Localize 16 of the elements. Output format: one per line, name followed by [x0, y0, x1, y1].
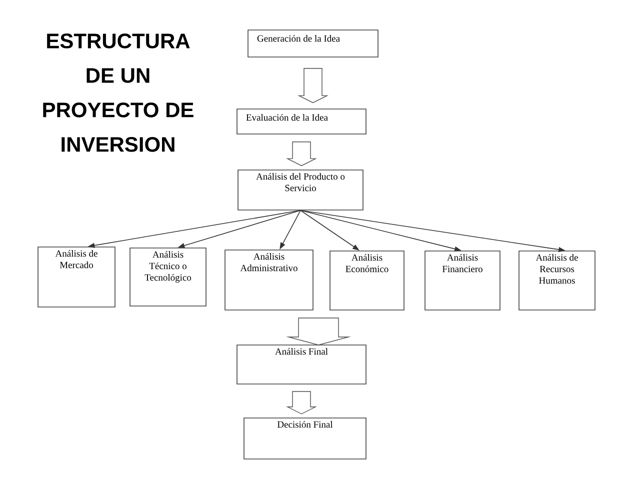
block-arrow — [286, 391, 317, 414]
process-box: Análisis Económico — [330, 250, 404, 310]
process-box: Análisis Financiero — [424, 250, 500, 310]
process-box: Decisión Final — [244, 418, 366, 460]
process-box: Análisis Administrativo — [224, 250, 314, 310]
process-box: Análisis Técnico o Tecnológico — [130, 248, 206, 306]
process-box: Análisis de Recursos Humanos — [518, 250, 596, 310]
block-arrow — [286, 318, 352, 346]
process-box: Análisis Final — [236, 344, 366, 384]
block-arrow — [286, 142, 317, 166]
process-box: Generación de la Idea — [248, 30, 378, 58]
block-arrow — [298, 68, 328, 104]
process-box: Evaluación de la Idea — [236, 108, 366, 134]
process-box: Análisis del Producto o Servicio — [238, 170, 364, 210]
title: ESTRUCTURA DE UN PROYECTO DE INVERSION — [43, 34, 194, 152]
process-box: Análisis de Mercado — [38, 246, 116, 308]
